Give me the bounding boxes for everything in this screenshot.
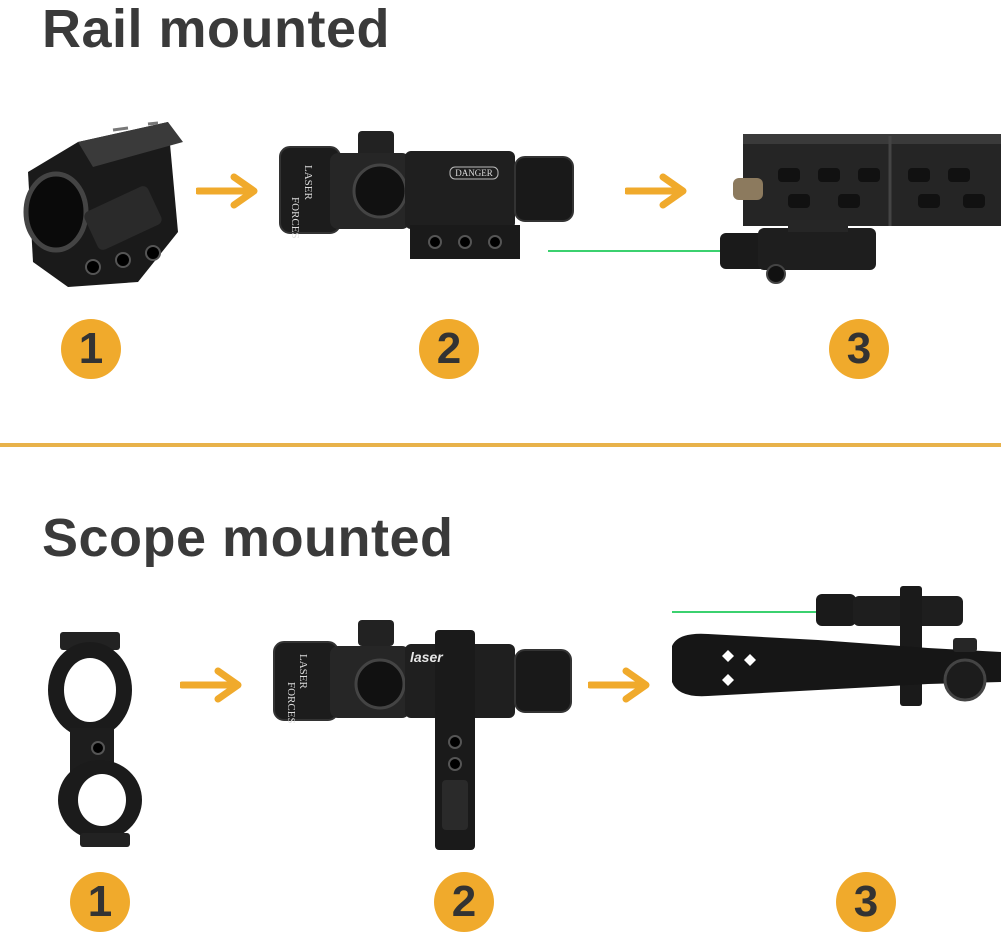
step-number-badge: 3 — [836, 872, 896, 932]
step-number-badge: 3 — [829, 319, 889, 379]
laser-on-handguard-rail-image — [548, 134, 1001, 284]
laser-sight-with-scope-mount-image: laser LASER FORCES — [273, 620, 572, 850]
laser-on-rifle-scope-image — [672, 586, 1001, 706]
section-title-rail-mounted: Rail mounted — [42, 0, 391, 59]
warning-label-text: DANGER — [455, 168, 493, 178]
laser-sight-with-rail-mount-image: DANGER LASER FORCES — [279, 131, 574, 259]
step-number-badge: 2 — [419, 319, 479, 379]
brand-label-text: FORCES — [289, 197, 301, 239]
brand-label-text: FORCES — [285, 682, 297, 724]
arrow-right-icon — [196, 173, 258, 209]
step-number-badge: 2 — [434, 872, 494, 932]
arrow-right-icon — [625, 173, 687, 209]
body-label-text: laser — [410, 649, 444, 665]
section-divider — [0, 443, 1001, 447]
arrow-right-icon — [588, 667, 650, 703]
step-number-badge: 1 — [61, 319, 121, 379]
rail-mount-base-image — [23, 121, 183, 287]
scope-ring-mount-image — [48, 632, 142, 847]
device-label-text: LASER — [297, 654, 309, 690]
step-number-badge: 1 — [70, 872, 130, 932]
section-title-scope-mounted: Scope mounted — [42, 508, 454, 568]
arrow-right-icon — [180, 667, 242, 703]
device-label-text: LASER — [302, 165, 314, 201]
